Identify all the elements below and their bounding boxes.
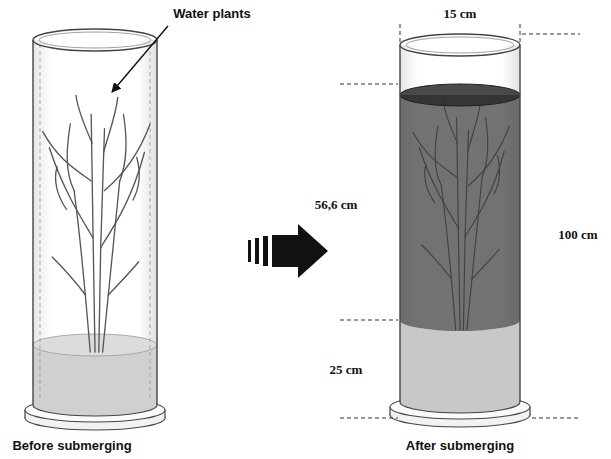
dimension-label: 100 cm [558,228,597,242]
caption-label: After submerging [406,439,514,453]
caption-label: Before submerging [12,439,131,453]
callout-label: Water plants [173,7,251,21]
dimension-label: 15 cm [444,7,477,21]
dimension-label: 25 cm [330,363,363,377]
dimension-label: 56,6 cm [315,198,358,212]
